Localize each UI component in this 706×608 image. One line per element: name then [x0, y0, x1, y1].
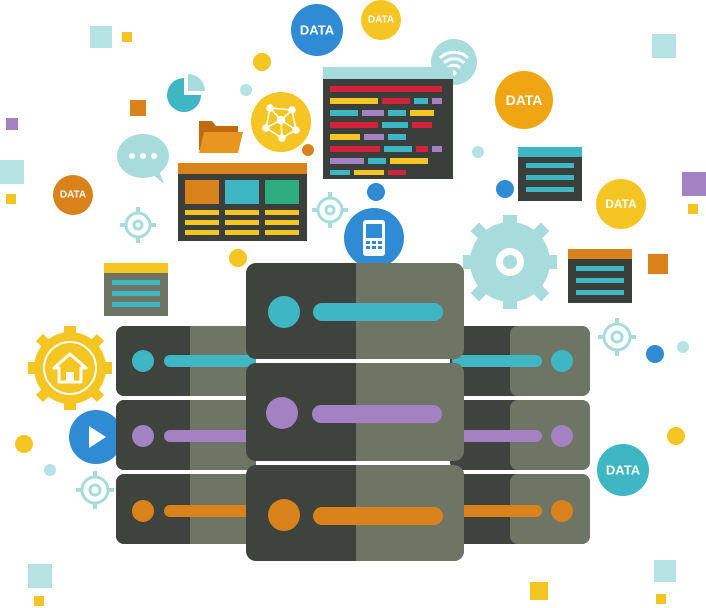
small-gear-teeth: [76, 192, 636, 509]
network-node-icon: [251, 92, 311, 152]
play-button-icon: [69, 410, 123, 464]
data-badge-yellow-right: DATA: [596, 179, 646, 229]
server-rack-left: [116, 326, 256, 544]
data-badge-top-yellow: DATA: [361, 0, 401, 40]
list-window-right-top: [518, 147, 582, 201]
code-editor-window: [323, 67, 453, 179]
server-tower-center: [246, 263, 464, 561]
data-badge-left: DATA: [53, 175, 93, 215]
data-badge-top-blue: DATA: [291, 4, 343, 56]
svg-text:DATA: DATA: [300, 23, 335, 38]
svg-text:DATA: DATA: [605, 197, 637, 211]
folder-icon: [199, 121, 243, 153]
server-unit-teal: [246, 263, 464, 359]
svg-text:DATA: DATA: [506, 92, 543, 108]
data-badge-orange-right: DATA: [495, 71, 553, 129]
server-rack-right: [450, 326, 590, 544]
small-gear-icon: [80, 196, 632, 505]
gear-icon: [463, 215, 557, 309]
server-unit-purple: [246, 363, 464, 461]
svg-text:DATA: DATA: [368, 15, 394, 26]
chat-bubble-icon: [117, 134, 169, 184]
pie-chart-icon: [167, 74, 205, 112]
svg-text:DATA: DATA: [60, 190, 86, 201]
server-unit-orange: [246, 465, 464, 561]
list-window-right: [568, 249, 632, 303]
dashboard-window: [178, 163, 307, 241]
confetti: [0, 26, 706, 606]
data-badge-teal-bottom: DATA: [597, 444, 649, 496]
home-gear-icon: [28, 326, 112, 410]
list-window-left: [104, 263, 168, 316]
phone-icon: [344, 208, 404, 268]
svg-text:DATA: DATA: [606, 463, 641, 478]
